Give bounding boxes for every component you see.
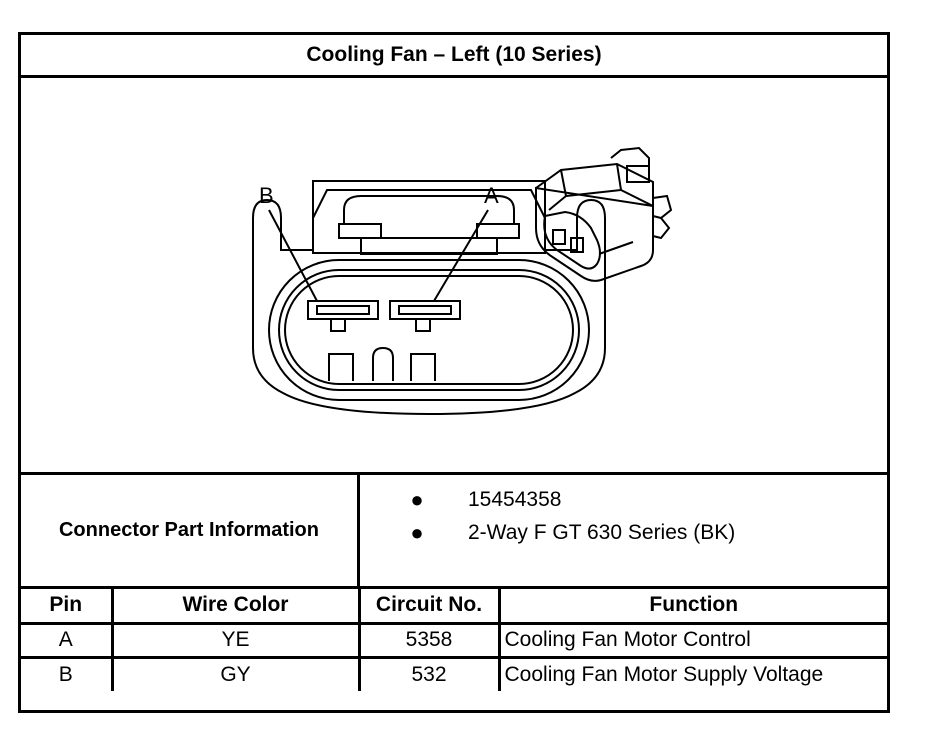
connector-part-info: Connector Part Information ● 15454358 ● … xyxy=(21,472,887,589)
terminal-b xyxy=(307,300,379,320)
table-row: A YE 5358 Cooling Fan Motor Control xyxy=(21,621,887,659)
header-pin: Pin xyxy=(21,589,114,625)
bullet-icon: ● xyxy=(410,486,424,512)
outer-seal xyxy=(268,259,590,401)
pin-label-b: B xyxy=(259,183,274,208)
connector-sheet: Cooling Fan – Left (10 Series) xyxy=(18,32,890,713)
circuit-cell: 5358 xyxy=(357,621,501,659)
table-row: B GY 532 Cooling Fan Motor Supply Voltag… xyxy=(21,655,887,691)
part-number-item: ● 15454358 xyxy=(360,483,880,516)
wire-color-cell: YE xyxy=(110,621,361,659)
header-function: Function xyxy=(497,589,887,625)
connector-outline xyxy=(252,189,606,416)
wire-color-cell: GY xyxy=(110,655,361,691)
latch xyxy=(343,195,515,224)
latch-housing xyxy=(312,180,546,254)
connector-type: 2-Way F GT 630 Series (BK) xyxy=(468,520,736,544)
connector-photo-icon xyxy=(535,146,673,282)
circuit-cell: 532 xyxy=(357,655,501,691)
pin-table: Pin Wire Color Circuit No. Function A YE… xyxy=(21,589,887,691)
connector-drawing: B A xyxy=(252,146,673,416)
pin-label-a: A xyxy=(484,183,499,208)
terminal-a xyxy=(389,300,461,320)
part-number: 15454358 xyxy=(468,487,562,511)
function-cell: Cooling Fan Motor Control xyxy=(497,621,887,659)
inner-seal xyxy=(278,269,580,391)
pin-cell: B xyxy=(21,655,114,691)
connector-type-item: ● 2-Way F GT 630 Series (BK) xyxy=(360,516,880,549)
header-circuit-no: Circuit No. xyxy=(357,589,501,625)
pin-table-header: Pin Wire Color Circuit No. Function xyxy=(21,589,887,625)
bullet-icon: ● xyxy=(410,519,424,545)
header-wire-color: Wire Color xyxy=(110,589,361,625)
connector-part-list: ● 15454358 ● 2-Way F GT 630 Series (BK) xyxy=(360,483,880,549)
connector-part-info-label: Connector Part Information xyxy=(21,475,360,586)
function-cell: Cooling Fan Motor Supply Voltage xyxy=(497,655,887,691)
sheet-title: Cooling Fan – Left (10 Series) xyxy=(21,35,887,78)
pin-cell: A xyxy=(21,621,114,659)
